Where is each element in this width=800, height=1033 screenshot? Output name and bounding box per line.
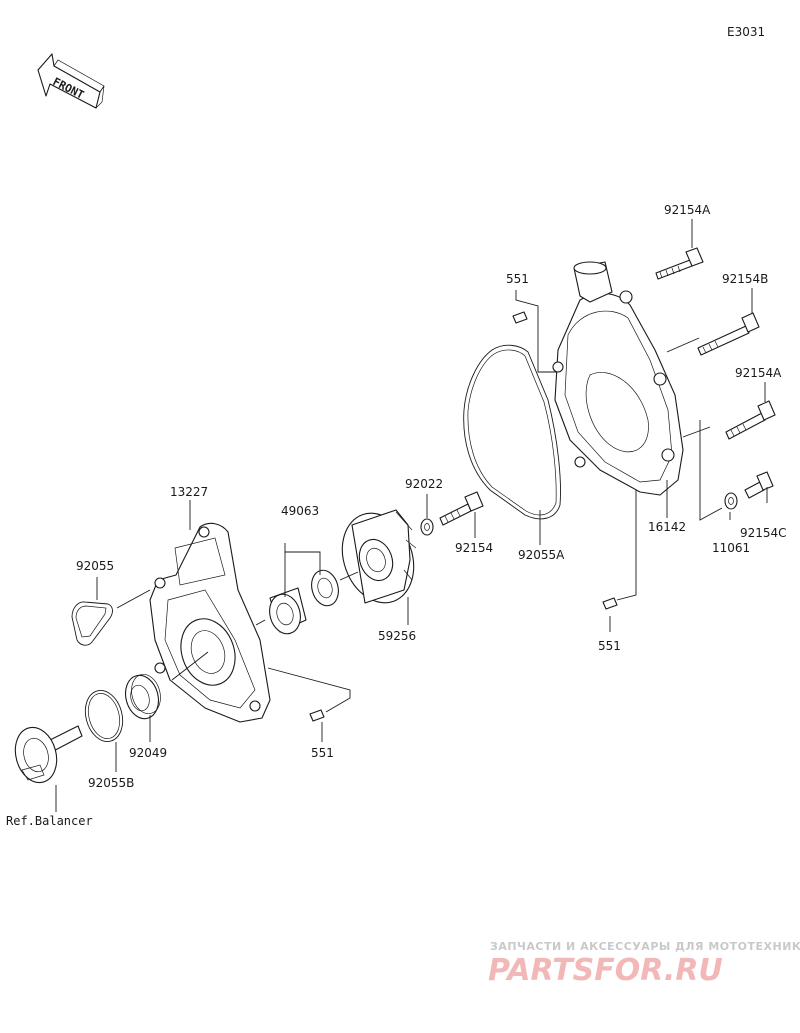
label-ref-balancer: Ref.Balancer <box>6 814 93 828</box>
dowel-pin-551-right <box>602 597 618 610</box>
label-92055A: 92055A <box>518 548 565 562</box>
watermark-brand: PARTSFOR.RU <box>488 953 723 988</box>
label-13227: 13227 <box>170 485 208 499</box>
dowel-pin-551-bottom <box>309 709 325 722</box>
dowel-pin-551-top <box>512 311 528 324</box>
bolt-92154A-top <box>655 247 704 280</box>
label-16142: 16142 <box>648 520 686 534</box>
bolt-92154B <box>697 312 760 356</box>
label-92154: 92154 <box>455 541 493 555</box>
oil-seal-92049 <box>124 673 161 720</box>
label-92055: 92055 <box>76 559 114 573</box>
label-59256: 59256 <box>378 629 416 643</box>
label-92154B: 92154B <box>722 272 768 286</box>
mechanical-seal-49063 <box>269 569 339 635</box>
diagram-code: E3031 <box>727 25 765 39</box>
label-92154C: 92154C <box>740 526 787 540</box>
label-92154A-mid: 92154A <box>735 366 782 380</box>
o-ring-92055B <box>84 690 124 742</box>
leader-lines <box>55 219 768 812</box>
front-arrow-icon: FRONT <box>37 53 105 109</box>
gasket-92055 <box>71 601 113 646</box>
pump-cover-16142 <box>552 261 684 496</box>
label-551-right: 551 <box>598 639 621 653</box>
gasket-92055A <box>463 344 561 520</box>
bolt-92154 <box>439 491 484 526</box>
impeller-59256 <box>341 509 417 604</box>
label-49063: 49063 <box>281 504 319 518</box>
bolt-92154C <box>744 471 774 499</box>
bolt-92154A-mid <box>725 400 776 440</box>
watermark-tagline: ЗАПЧАСТИ И АКСЕССУАРЫ ДЛЯ МОТОТЕХНИКИ <box>490 940 800 953</box>
washer-92022 <box>420 518 434 536</box>
label-92154A-top: 92154A <box>664 203 711 217</box>
label-551-bottom: 551 <box>311 746 334 760</box>
housing-13227 <box>149 522 271 723</box>
balancer-shaft <box>14 725 83 784</box>
label-92049: 92049 <box>129 746 167 760</box>
washer-11061 <box>724 492 738 510</box>
label-92022: 92022 <box>405 477 443 491</box>
label-92055B: 92055B <box>88 776 134 790</box>
label-551-top: 551 <box>506 272 529 286</box>
label-11061: 11061 <box>712 541 750 555</box>
